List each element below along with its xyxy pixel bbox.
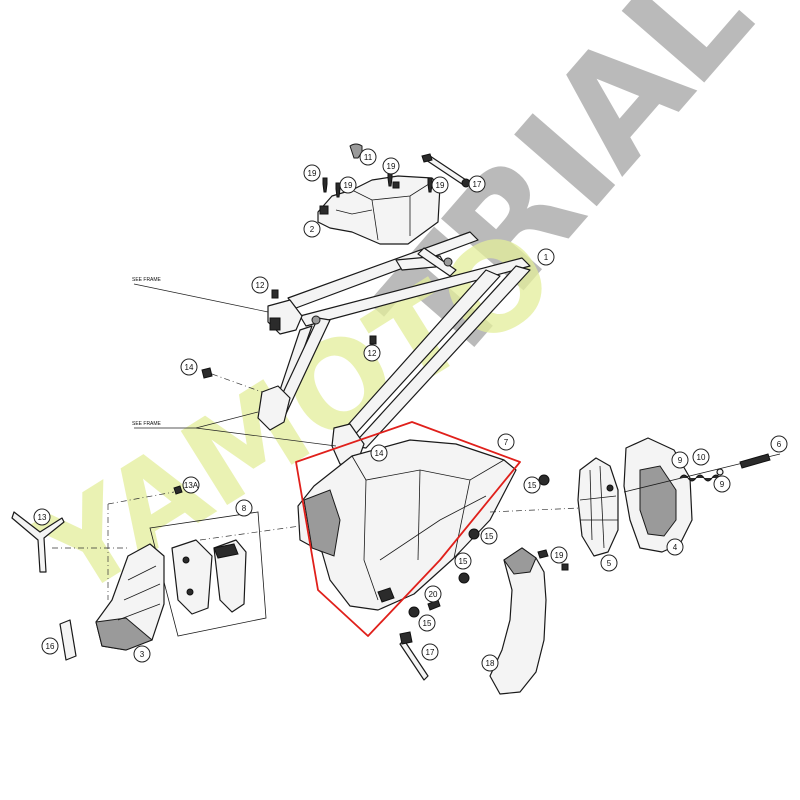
callout-16: 16: [41, 637, 59, 655]
svg-text:14: 14: [375, 449, 384, 458]
svg-text:5: 5: [607, 559, 612, 568]
callout-15a: 15: [523, 476, 541, 494]
callout-9a: 9: [671, 451, 689, 469]
svg-text:20: 20: [429, 590, 438, 599]
filter-bolt-spring: [623, 453, 781, 493]
svg-text:15: 15: [528, 481, 537, 490]
svg-text:8: 8: [242, 504, 247, 513]
callout-19d: 19: [431, 176, 449, 194]
callout-6: 6: [770, 435, 788, 453]
callout-4: 4: [666, 538, 684, 556]
svg-text:17: 17: [426, 648, 435, 657]
bolt-17-bottom: [399, 631, 429, 681]
callout-19e: 19: [550, 546, 568, 564]
svg-text:15: 15: [485, 532, 494, 541]
nuts-15: [408, 474, 550, 618]
svg-text:10: 10: [697, 453, 706, 462]
callout-18: 18: [481, 654, 499, 672]
filter-cage-part: [577, 457, 619, 557]
see-frame-annotations: SEE FRAME SEE FRAME: [132, 277, 337, 447]
callout-14a: 14: [180, 358, 198, 376]
callout-19b: 19: [339, 176, 357, 194]
callout-19a: 19: [303, 164, 321, 182]
callout-19c: 19: [382, 157, 400, 175]
svg-text:3: 3: [140, 650, 145, 659]
svg-text:2: 2: [310, 225, 315, 234]
air-box-part: [295, 421, 521, 637]
svg-text:19: 19: [308, 169, 317, 178]
callout-5: 5: [600, 554, 618, 572]
bolt-17-top: [421, 153, 471, 188]
bolts-12: [271, 289, 377, 345]
intake-boot-3: [95, 543, 165, 651]
callout-15c: 15: [454, 552, 472, 570]
dashed-guides-left: [52, 491, 581, 600]
svg-text:4: 4: [673, 543, 678, 552]
svg-text:6: 6: [777, 440, 782, 449]
svg-text:16: 16: [46, 642, 55, 651]
callout-13: 13: [33, 508, 51, 526]
clamp-16: [59, 619, 77, 661]
callout-15d: 15: [418, 614, 436, 632]
callout-17b: 17: [421, 643, 439, 661]
svg-text:11: 11: [364, 153, 373, 162]
see-frame-note-2: SEE FRAME: [132, 421, 162, 427]
plate-8-box: [149, 511, 267, 637]
t-handle-13: [11, 511, 65, 573]
callout-12b: 12: [363, 344, 381, 362]
callout-2: 2: [303, 220, 321, 238]
screws-top: [322, 143, 433, 198]
svg-text:14: 14: [185, 363, 194, 372]
callout-8: 8: [235, 499, 253, 517]
svg-text:15: 15: [423, 619, 432, 628]
mud-guard-part: [489, 547, 547, 695]
svg-text:9: 9: [720, 480, 725, 489]
callout-20: 20: [424, 585, 442, 603]
callout-15b: 15: [480, 527, 498, 545]
screws-19-right: [537, 549, 569, 571]
svg-text:19: 19: [387, 162, 396, 171]
highlight-outline: [295, 421, 521, 637]
svg-text:18: 18: [486, 659, 495, 668]
svg-text:19: 19: [436, 181, 445, 190]
screw-13A: [173, 485, 183, 495]
svg-text:12: 12: [368, 349, 377, 358]
svg-text:1: 1: [544, 253, 549, 262]
callout-13A: 13A: [182, 476, 200, 494]
svg-text:9: 9: [678, 456, 683, 465]
svg-text:13: 13: [38, 513, 47, 522]
callout-11: 11: [359, 148, 377, 166]
svg-text:12: 12: [256, 281, 265, 290]
svg-text:19: 19: [555, 551, 564, 560]
callouts: 1 2 3 4 5 6 7 8 9 9 10 11 12 12 13: [33, 148, 788, 672]
svg-text:17: 17: [473, 180, 482, 189]
bolt-14: [201, 367, 263, 393]
callout-14b: 14: [370, 444, 388, 462]
callout-7: 7: [497, 433, 515, 451]
svg-text:19: 19: [344, 181, 353, 190]
svg-text:7: 7: [504, 438, 509, 447]
callout-1: 1: [537, 248, 555, 266]
callout-9b: 9: [713, 475, 731, 493]
callout-10: 10: [692, 448, 710, 466]
callout-12a: 12: [251, 276, 269, 294]
svg-text:13A: 13A: [184, 481, 199, 490]
see-frame-note-1: SEE FRAME: [132, 277, 162, 283]
callout-17a: 17: [468, 175, 486, 193]
sub-frame-part: [257, 231, 531, 467]
callout-3: 3: [133, 645, 151, 663]
svg-text:15: 15: [459, 557, 468, 566]
